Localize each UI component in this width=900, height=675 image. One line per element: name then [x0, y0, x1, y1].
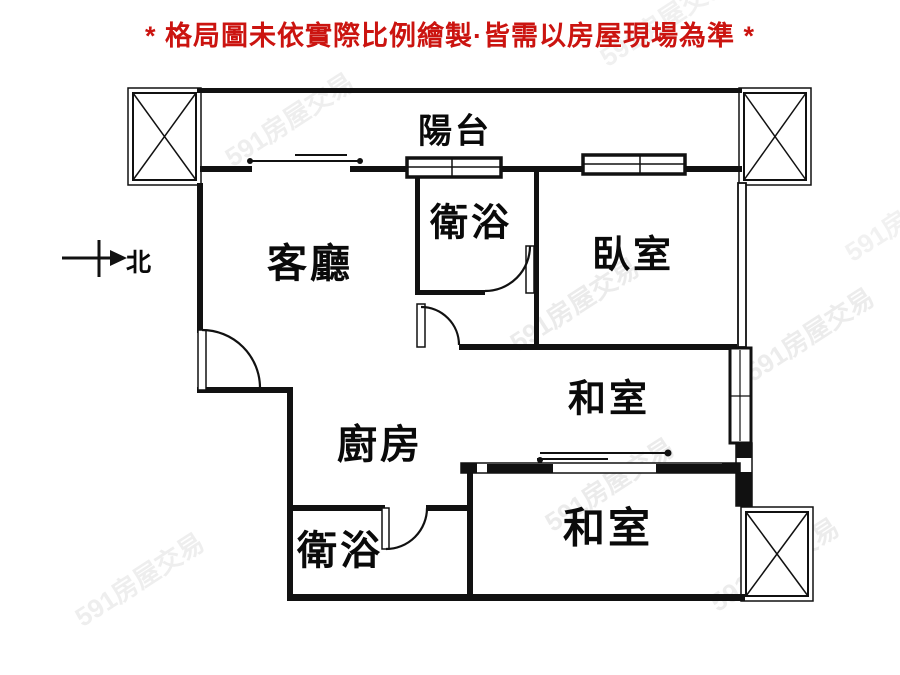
- room-label-kitchen: 廚房: [337, 423, 423, 467]
- door-icon: [484, 245, 535, 294]
- sliding-door-icon: [247, 154, 363, 164]
- room-label-balcony: 陽台: [418, 112, 492, 151]
- door-icon: [381, 507, 429, 551]
- column-icon: [740, 506, 814, 602]
- window-icon: [735, 442, 753, 507]
- sliding-door-icon: [537, 449, 672, 463]
- disclaimer-text: * 格局圖未依實際比例繪製·皆需以房屋現場為準 *: [144, 21, 755, 51]
- room-label-bedroom: 臥室: [591, 234, 675, 277]
- room-label-living-room: 客廳: [267, 242, 353, 286]
- room-label-bathroom-upper: 衛浴: [429, 202, 513, 245]
- walls: [197, 88, 745, 601]
- wall-double-line: [737, 182, 747, 348]
- room-label-tatami-lower: 和室: [562, 504, 654, 552]
- column-icon: [738, 87, 812, 186]
- window-icon: [728, 346, 753, 445]
- sliding-door-wall: [460, 462, 741, 474]
- north-label: 北: [126, 249, 152, 277]
- room-label-tatami-upper: 和室: [567, 378, 651, 421]
- column-icon: [127, 87, 202, 186]
- door-icon: [197, 328, 262, 391]
- room-label-bathroom-lower: 衛浴: [297, 529, 383, 573]
- door-icon: [416, 303, 461, 348]
- window-icon: [581, 153, 687, 176]
- window-icon: [405, 156, 503, 179]
- north-arrow-icon: [62, 240, 127, 277]
